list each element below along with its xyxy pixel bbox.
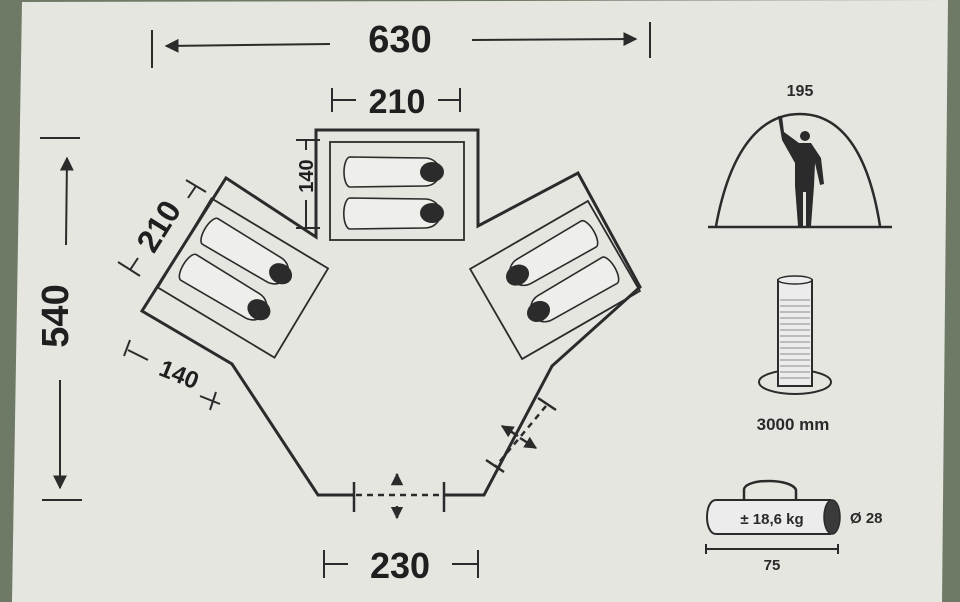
- tent-height-icon: [708, 112, 892, 229]
- pack-bag-icon: [706, 479, 841, 535]
- right-room: [468, 199, 642, 361]
- total-width-dimension: [151, 22, 651, 68]
- height-label: 195: [787, 83, 814, 100]
- pack-length-label: 75: [764, 557, 781, 574]
- center-room-width-dimension: [331, 88, 461, 112]
- paper-sheet: [12, 0, 948, 602]
- front-width-dimension: [323, 550, 479, 578]
- water-column-icon: [758, 275, 832, 395]
- sleeping-bag: [526, 256, 620, 323]
- left-room-width-dimension: [117, 179, 207, 277]
- center-room-width-label: 210: [369, 83, 426, 121]
- water-column-label: 3000 mm: [757, 415, 830, 434]
- center-room-depth-dimension: [296, 139, 320, 229]
- left-room-depth-dimension: [123, 339, 221, 411]
- total-depth-dimension: [40, 137, 82, 501]
- sleeping-bag: [343, 197, 444, 230]
- pack-diameter-label: Ø 28: [850, 510, 883, 527]
- head-icon: [269, 263, 293, 285]
- center-room-depth-label: 140: [296, 159, 318, 192]
- weight-label: ± 18,6 kg: [740, 511, 803, 528]
- head-icon: [505, 264, 530, 286]
- total-width-label: 630: [368, 19, 431, 61]
- head-icon: [526, 300, 551, 322]
- head-icon: [247, 299, 271, 321]
- side-entrance: [485, 396, 557, 474]
- center-room: [329, 141, 465, 241]
- front-entrance: [352, 472, 446, 520]
- head-icon: [420, 162, 444, 182]
- tent-outline: [139, 128, 642, 497]
- left-room: [156, 197, 330, 359]
- sleeping-bag: [200, 217, 293, 285]
- front-width-label: 230: [370, 545, 430, 586]
- total-depth-label: 540: [35, 284, 77, 347]
- sleeping-bag: [343, 156, 444, 188]
- head-icon: [420, 203, 444, 223]
- pack-length-dimension: [705, 544, 839, 554]
- person-icon: [778, 116, 824, 226]
- sleeping-bag: [178, 253, 271, 321]
- sleeping-bag: [505, 219, 599, 287]
